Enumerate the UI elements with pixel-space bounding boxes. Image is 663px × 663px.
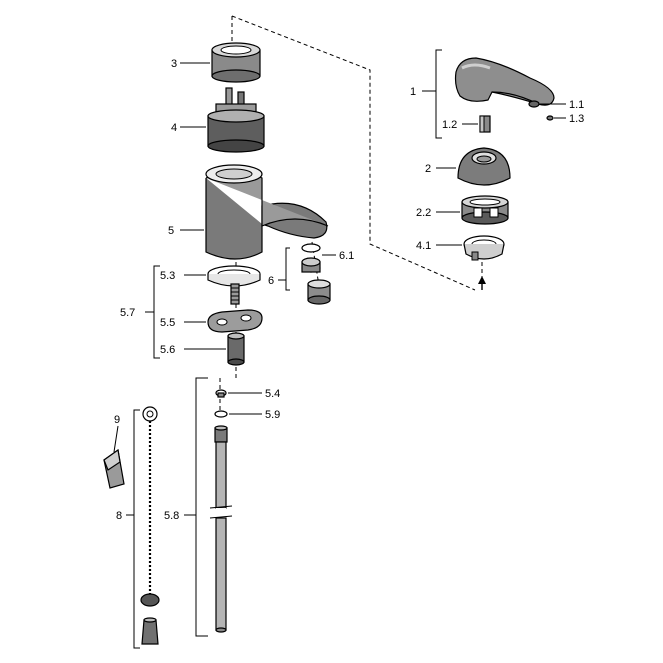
bracket-8 [133, 409, 140, 649]
label-8: 8 [116, 510, 122, 522]
part-5-3-washer [207, 265, 261, 287]
label-5-5: 5.5 [160, 317, 175, 329]
label-1-2: 1.2 [442, 119, 457, 131]
label-5: 5 [168, 225, 174, 237]
arrow-up-icon [478, 276, 486, 290]
label-4-1: 4.1 [416, 240, 431, 252]
part-1-lever-handle [454, 57, 555, 106]
label-1: 1 [410, 86, 416, 98]
bracket-5-7 [145, 265, 160, 359]
part-4-1-adapter-ring [463, 235, 505, 261]
label-6: 6 [268, 275, 274, 287]
part-5-5-clamp-plate [207, 309, 263, 333]
part-5-6-sleeve-nut [227, 332, 245, 366]
part-4-cartridge [207, 87, 265, 153]
label-9: 9 [114, 414, 120, 426]
leader-9 [113, 425, 119, 453]
bracket-6 [285, 247, 290, 291]
part-5-4-screw [215, 389, 227, 398]
part-1-3-cap [546, 115, 554, 121]
label-5-9: 5.9 [265, 409, 280, 421]
part-1-1-screw [528, 100, 540, 108]
label-5-4: 5.4 [265, 388, 280, 400]
label-5-8: 5.8 [164, 510, 179, 522]
label-5-3: 5.3 [160, 270, 175, 282]
label-5-6: 5.6 [160, 344, 175, 356]
bracket-5-8 [195, 377, 208, 637]
label-1-3: 1.3 [569, 113, 584, 125]
label-5-7: 5.7 [120, 307, 135, 319]
label-3: 3 [171, 58, 177, 70]
part-8-chain-and-plug [140, 406, 160, 645]
part-6-aerator [301, 243, 331, 305]
part-2-cover-cap [457, 147, 511, 186]
label-2: 2 [425, 163, 431, 175]
part-5-9-o-ring [214, 410, 228, 418]
label-2-2: 2.2 [416, 207, 431, 219]
label-4: 4 [171, 122, 177, 134]
part-threaded-stud [230, 283, 240, 305]
part-3-cartridge-nut [211, 42, 261, 83]
label-6-1: 6.1 [339, 250, 354, 262]
part-5-tap-body [205, 164, 329, 260]
part-5-8-lift-rod [209, 425, 233, 633]
bracket-1 [435, 49, 442, 139]
part-9-chain-clip [103, 448, 125, 489]
part-1-2-insert [479, 115, 491, 133]
label-1-1: 1.1 [569, 99, 584, 111]
part-2-2-ring [461, 195, 509, 225]
